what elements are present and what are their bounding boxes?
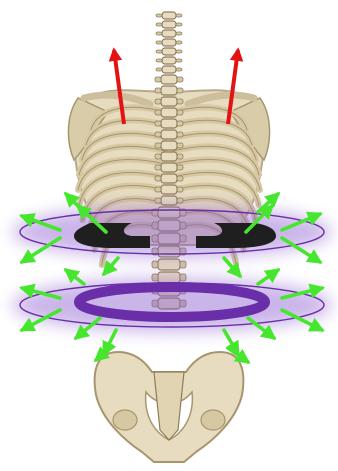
outward-arrow-icon	[104, 258, 118, 274]
vertebra	[161, 130, 177, 139]
vertebra-process-left	[156, 68, 162, 71]
outward-arrow-icon	[258, 270, 278, 284]
vertebra-process-right	[177, 176, 183, 181]
vertebra-process-left	[156, 50, 162, 53]
vertebra-process-right	[177, 99, 183, 104]
vertebra-process-left	[152, 261, 158, 268]
vertebra-process-left	[156, 23, 162, 26]
vertebra-process-right	[176, 68, 182, 71]
upper-band-glow	[12, 206, 332, 258]
vertebra-process-left	[155, 88, 161, 93]
vertebra	[162, 21, 176, 28]
vertebra	[161, 108, 177, 117]
vertebra	[162, 30, 176, 37]
vertebra-process-right	[176, 32, 182, 35]
vertebra-process-left	[156, 59, 162, 62]
vertebra	[161, 152, 177, 161]
vertebra-process-left	[155, 77, 161, 82]
vertebra-process-right	[176, 41, 182, 44]
vertebra-process-left	[155, 121, 161, 126]
vertebra-process-right	[177, 121, 183, 126]
vertebra-process-right	[177, 198, 183, 203]
vertebra-process-right	[177, 132, 183, 137]
vertebra	[158, 259, 180, 270]
vertebra	[162, 12, 176, 19]
vertebra-process-left	[156, 14, 162, 17]
vertebra-process-right	[177, 77, 183, 82]
vertebra-process-left	[155, 99, 161, 104]
vertebra-process-right	[177, 154, 183, 159]
vertebra-process-right	[176, 50, 182, 53]
vertebra	[161, 75, 177, 84]
vertebra	[162, 39, 176, 46]
vertebra	[161, 119, 177, 128]
vertebra-process-left	[155, 187, 161, 192]
vertebra-process-right	[176, 23, 182, 26]
vertebra-process-left	[155, 132, 161, 137]
vertebra	[162, 48, 176, 55]
vertebra-process-left	[156, 41, 162, 44]
outward-arrow-icon	[66, 270, 84, 284]
vertebra-process-left	[155, 165, 161, 170]
left-hip-socket	[113, 410, 137, 430]
vertebra	[161, 174, 177, 183]
vertebra	[162, 57, 176, 64]
vertebra-process-left	[155, 110, 161, 115]
vertebra	[161, 141, 177, 150]
vertebra	[161, 163, 177, 172]
vertebra-process-right	[177, 143, 183, 148]
vertebra-process-right	[177, 187, 183, 192]
vertebra-process-left	[155, 154, 161, 159]
vertebra-process-right	[177, 88, 183, 93]
vertebra-process-right	[180, 261, 186, 268]
upper-compression-band	[12, 206, 332, 258]
lower-compression-band	[12, 278, 332, 332]
vertebra	[162, 66, 176, 73]
right-hip-socket	[201, 410, 225, 430]
vertebra-process-left	[155, 143, 161, 148]
vertebra-process-right	[177, 165, 183, 170]
vertebra-process-right	[176, 59, 182, 62]
vertebra-process-right	[176, 14, 182, 17]
vertebra	[161, 86, 177, 95]
vertebra-process-left	[155, 198, 161, 203]
vertebra-process-left	[155, 176, 161, 181]
vertebra	[161, 196, 177, 205]
vertebra-process-right	[177, 110, 183, 115]
vertebra	[161, 185, 177, 194]
vertebra	[161, 97, 177, 106]
vertebra-process-left	[156, 32, 162, 35]
